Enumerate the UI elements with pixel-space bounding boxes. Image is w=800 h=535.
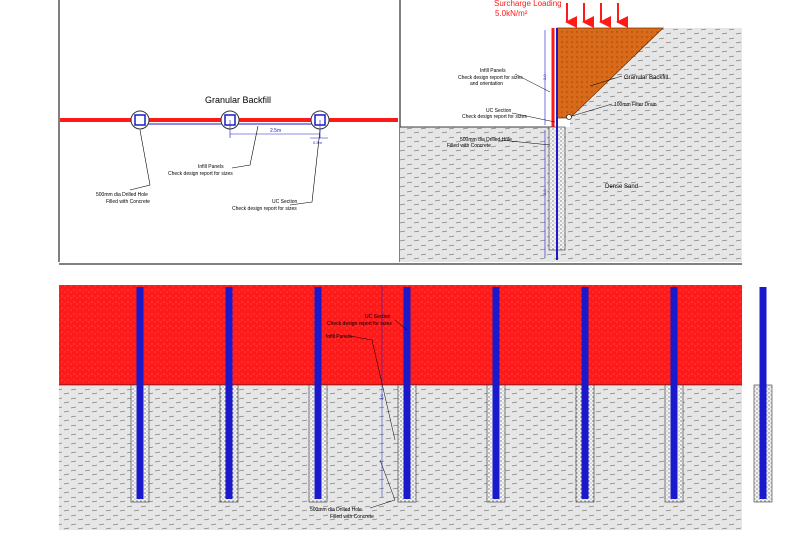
surcharge-label-1: Surcharge Loading (494, 0, 562, 8)
elevation-uc-post (225, 287, 233, 499)
elevation-post (397, 287, 417, 503)
plan-uc-label-1: UC Section (272, 199, 298, 205)
elevation-post (219, 287, 239, 503)
elevation-uc-post (670, 287, 678, 499)
plan-title: Granular Backfill (205, 95, 271, 105)
elevation-post (575, 287, 595, 503)
elevation-hole-label-1: 500mm dia Drilled Hole (310, 507, 362, 513)
section-filter-drain-label: 100mm Filter Drain (614, 102, 657, 108)
elevation-uc-post (581, 287, 589, 499)
plan-post (130, 110, 150, 130)
surcharge-arrows (565, 3, 628, 28)
elevation-uc-post (759, 287, 767, 499)
elevation-infill-label: Infill Panels (326, 334, 352, 340)
plan-spacing-dim-text: 2.5m (270, 128, 281, 134)
elevation-post (130, 287, 150, 503)
section-backfill-label: Granular Backfill (624, 75, 668, 81)
elevation-posts (130, 287, 773, 503)
elevation-height-dim-text: 2.0 (379, 394, 384, 400)
plan-view: Granular Backfill 2.5m 0.5m 500mm dia Dr… (60, 95, 398, 212)
elevation-uc-post (136, 287, 144, 499)
elevation-post (308, 287, 328, 503)
section-hole-label-2: Filled with Concrete (447, 143, 491, 149)
elevation-post (664, 287, 684, 503)
elevation-uc-label-1: UC Section (365, 314, 391, 320)
section-uc-label-2: Check design report for sizes (462, 114, 527, 120)
elevation-uc-post (492, 287, 500, 499)
section-infill-label-3: and orientation (470, 81, 503, 87)
section-filter-drain (566, 114, 572, 120)
section-view: Surcharge Loading 5.0kN/m² 2.0 2.0 Infil… (400, 0, 742, 262)
plan-hole-label-1: 500mm dia Drilled Hole (96, 192, 148, 198)
section-hole-label-1: 500mm dia Drilled Hole (460, 137, 512, 143)
section-embed-dim-text: 2.0 (542, 189, 547, 195)
section-height-dim-text: 2.0 (542, 74, 547, 80)
elevation-hole-label-2: Filled with Concrete (330, 514, 374, 520)
section-dense-sand-label: Dense Sand (605, 184, 638, 190)
elevation-uc-post (314, 287, 322, 499)
plan-infill-label-1: Infill Panels (198, 164, 224, 170)
elevation-view: 2.0 UC Section Check design report for s… (59, 285, 773, 530)
section-infill-label-1: Infill Panels (480, 68, 506, 74)
section-dense-sand (400, 127, 742, 262)
plan-hole-label-2: Filled with Concrete (106, 199, 150, 205)
elevation-post (486, 287, 506, 503)
section-infill-label-2: Check design report for sizes (458, 75, 523, 81)
elevation-uc-post (403, 287, 411, 499)
elevation-uc-label-2: Check design report for sizes (327, 321, 392, 327)
elevation-post (753, 287, 773, 503)
plan-small-dim-text: 0.5m (313, 140, 323, 145)
plan-uc-label-2: Check design report for sizes (232, 206, 297, 212)
section-uc-label-1: UC Section (486, 108, 512, 114)
plan-infill-label-2: Check design report for sizes (168, 171, 233, 177)
surcharge-label-2: 5.0kN/m² (495, 9, 528, 18)
elevation-infill-panels (59, 285, 742, 385)
